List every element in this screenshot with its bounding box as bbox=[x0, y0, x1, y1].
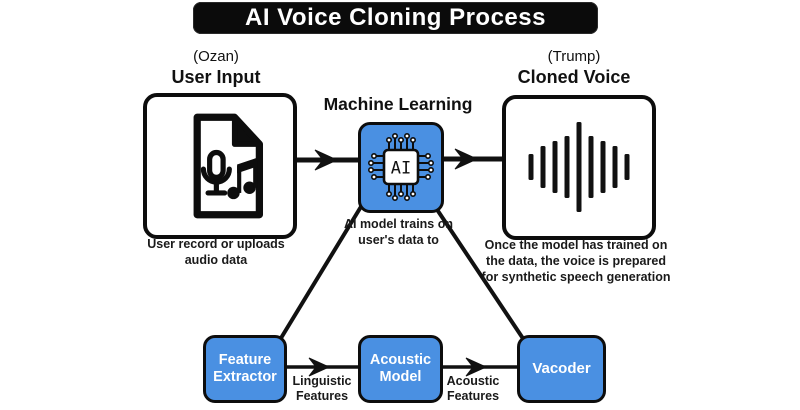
machine-learning-box: AI bbox=[358, 122, 444, 213]
cloned-voice-heading: (Trump) Cloned Voice bbox=[494, 48, 654, 88]
machine-learning-caption: AI model trains on user's data to bbox=[343, 217, 454, 247]
arrowhead-right-icon bbox=[314, 149, 339, 171]
cloned-voice-caption: Once the model has trained on the data, … bbox=[481, 238, 671, 284]
linguistic-features-label: Linguistic Features bbox=[292, 374, 352, 403]
cloned-voice-box bbox=[502, 95, 656, 240]
waveform-icon bbox=[528, 122, 630, 212]
user-input-caption: User record or uploads audio data bbox=[147, 237, 285, 267]
cloned-voice-label: Cloned Voice bbox=[517, 67, 631, 88]
acoustic-features-label: Acoustic Features bbox=[446, 374, 500, 403]
microphone-icon bbox=[200, 149, 232, 196]
title-banner: AI Voice Cloning Process bbox=[193, 2, 598, 34]
user-input-label: User Input bbox=[171, 67, 261, 88]
page-title: AI Voice Cloning Process bbox=[245, 4, 546, 31]
user-input-box bbox=[143, 93, 297, 239]
cloned-voice-annotation: (Trump) bbox=[547, 48, 601, 65]
arrowhead-right-icon bbox=[308, 357, 331, 377]
user-input-heading: (Ozan) User Input bbox=[136, 48, 296, 88]
ai-chip-icon: AI bbox=[368, 133, 435, 202]
ai-chip-text: AI bbox=[391, 159, 411, 179]
machine-learning-label: Machine Learning bbox=[323, 94, 473, 114]
line-ai-to-vacoder bbox=[432, 203, 528, 345]
music-note-icon bbox=[227, 157, 258, 200]
vacoder-box: Vacoder bbox=[517, 335, 606, 403]
acoustic-model-box: Acoustic Model bbox=[358, 335, 443, 403]
feature-extractor-box: Feature Extractor bbox=[203, 335, 287, 403]
line-ai-to-feature-extractor bbox=[276, 203, 364, 345]
arrowhead-right-icon bbox=[465, 357, 488, 377]
arrowhead-right-icon bbox=[454, 148, 479, 170]
user-input-annotation: (Ozan) bbox=[193, 48, 239, 65]
audio-file-icon bbox=[193, 113, 264, 219]
